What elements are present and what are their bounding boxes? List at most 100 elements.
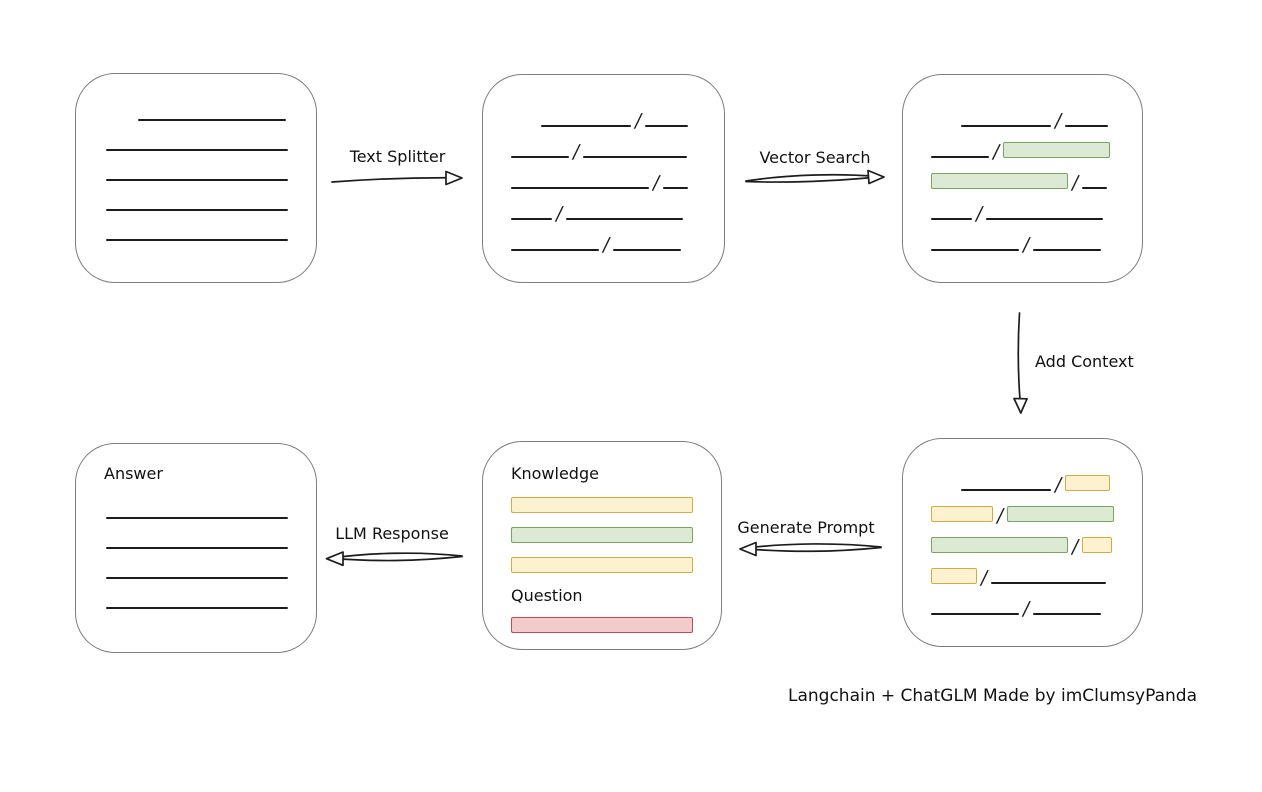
red-highlight-chip (511, 617, 693, 633)
text-line (583, 156, 688, 158)
sketch-row: / (931, 96, 1110, 132)
text-line (991, 582, 1107, 584)
text-line (931, 156, 989, 158)
sketch-row: / (511, 220, 688, 256)
text-splitter-arrow (331, 170, 463, 186)
sketch-row (511, 603, 693, 633)
yellow-highlight-chip (931, 568, 977, 584)
text-line (613, 249, 682, 251)
vector-search-box: ///// (902, 74, 1143, 283)
prompt-box: Knowledge Question (482, 441, 722, 650)
answer-label: Answer (104, 464, 163, 483)
text-line (106, 149, 288, 151)
sketch-row (106, 579, 288, 609)
sketch-row (106, 151, 288, 181)
yellow-highlight-chip (1082, 537, 1113, 553)
sketch-row (511, 513, 693, 543)
text-line (106, 517, 288, 519)
question-bar (511, 603, 693, 633)
answer-box: Answer (75, 443, 317, 653)
knowledge-label: Knowledge (511, 464, 599, 483)
vector-search-arrow (745, 169, 885, 185)
sketch-row: / (511, 127, 688, 163)
yellow-highlight-chip (511, 497, 693, 513)
sketch-row (511, 483, 693, 513)
text-line (1033, 613, 1102, 615)
context-lines: ///// (931, 460, 1115, 620)
sketch-row (511, 543, 693, 573)
sketch-row: / (511, 189, 688, 225)
add-context-arrow (1013, 312, 1028, 414)
answer-lines (106, 489, 288, 609)
sketch-row: / (931, 553, 1114, 589)
text-line (106, 577, 288, 579)
text-line (138, 119, 286, 121)
text-line (986, 218, 1104, 220)
vector-lines: ///// (931, 96, 1111, 256)
green-highlight-chip (1007, 506, 1115, 522)
sketch-row (106, 549, 288, 579)
footer-credit: Langchain + ChatGLM Made by imClumsyPand… (788, 686, 1197, 706)
text-line (541, 125, 631, 127)
sketch-row: / (511, 96, 689, 132)
text-line (106, 179, 288, 181)
text-line (511, 249, 599, 251)
green-highlight-chip (931, 173, 1068, 189)
sketch-row: / (931, 189, 1110, 225)
text-line (931, 218, 972, 220)
text-line (931, 249, 1019, 251)
slash-separator: / (1021, 234, 1032, 256)
sketch-row: / (511, 158, 689, 194)
add-context-label: Add Context (1035, 352, 1134, 371)
sketch-row: / (931, 460, 1114, 496)
text-line (511, 187, 649, 189)
vector-search-label: Vector Search (759, 148, 871, 167)
chunk-lines: ///// (511, 96, 689, 256)
split-chunks-box: ///// (482, 74, 725, 283)
generate-prompt-arrow (739, 541, 882, 557)
text-line (511, 156, 569, 158)
knowledge-bars (511, 483, 693, 573)
sketch-row: / (931, 220, 1110, 256)
sketch-row (106, 121, 288, 151)
slash-separator: / (1021, 598, 1032, 620)
sketch-row: / (931, 158, 1110, 194)
sketch-row: / (931, 491, 1115, 527)
llm-response-label: LLM Response (335, 524, 449, 543)
document-lines (106, 91, 288, 241)
llm-response-arrow (325, 551, 463, 567)
green-highlight-chip (1003, 142, 1111, 158)
sketch-row (106, 91, 288, 121)
generate-prompt-label: Generate Prompt (737, 518, 875, 537)
text-splitter-label: Text Splitter (349, 147, 446, 166)
document-box (75, 73, 317, 283)
text-line (961, 489, 1051, 491)
text-line (645, 125, 689, 127)
green-highlight-chip (931, 537, 1068, 553)
yellow-highlight-chip (931, 506, 993, 522)
yellow-highlight-chip (1065, 475, 1111, 491)
green-highlight-chip (511, 527, 693, 543)
sketch-row (106, 519, 288, 549)
text-line (106, 209, 288, 211)
sketch-row: / (931, 522, 1114, 558)
text-line (106, 547, 288, 549)
text-line (961, 125, 1051, 127)
context-box: ///// (902, 438, 1143, 647)
text-line (106, 239, 288, 241)
sketch-row: / (931, 584, 1114, 620)
yellow-highlight-chip (511, 557, 693, 573)
sketch-row: / (931, 127, 1111, 163)
text-line (931, 613, 1019, 615)
text-line (511, 218, 552, 220)
text-line (663, 187, 689, 189)
text-line (1082, 187, 1108, 189)
text-line (566, 218, 684, 220)
sketch-row (106, 489, 288, 519)
text-line (1033, 249, 1102, 251)
sketch-row (106, 211, 288, 241)
sketch-row (106, 181, 288, 211)
question-label: Question (511, 586, 583, 605)
text-line (106, 607, 288, 609)
